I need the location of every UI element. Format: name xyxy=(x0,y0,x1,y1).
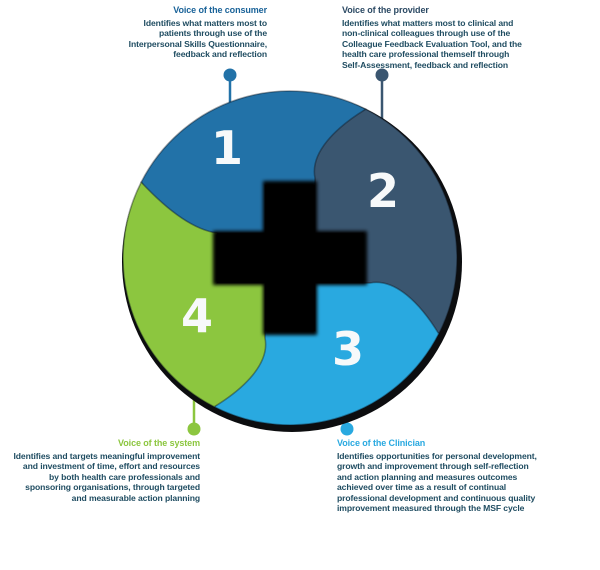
medical-cross-icon xyxy=(213,181,367,335)
wheel: 1 2 3 4 xyxy=(122,90,462,432)
segment-2-number: 2 xyxy=(367,164,399,218)
segment-2-connector-dot xyxy=(375,68,389,82)
segment-1-number: 1 xyxy=(211,121,243,175)
note-clinician-body: Identifies opportunities for personal de… xyxy=(337,451,537,514)
segment-3-connector-dot xyxy=(340,422,354,436)
segment-3-number: 3 xyxy=(332,322,364,376)
segment-1-connector-dot xyxy=(223,68,237,82)
segment-4-blade xyxy=(122,181,267,408)
note-provider-title: Voice of the provider xyxy=(342,5,429,15)
note-consumer-body: Identifies what matters most to patients… xyxy=(128,18,267,60)
note-consumer-title: Voice of the consumer xyxy=(173,5,267,15)
note-provider-body: Identifies what matters most to clinical… xyxy=(342,18,522,70)
note-system: Voice of the system Identifies and targe… xyxy=(13,438,200,503)
note-system-body: Identifies and targets meaningful improv… xyxy=(13,451,200,503)
note-clinician: Voice of the Clinician Identifies opport… xyxy=(337,438,537,513)
note-system-title: Voice of the system xyxy=(118,438,200,448)
segment-4-number: 4 xyxy=(181,289,213,343)
segment-4-connector-dot xyxy=(187,422,201,436)
note-provider: Voice of the provider Identifies what ma… xyxy=(342,5,522,70)
note-consumer: Voice of the consumer Identifies what ma… xyxy=(129,5,267,60)
note-clinician-title: Voice of the Clinician xyxy=(337,438,426,448)
